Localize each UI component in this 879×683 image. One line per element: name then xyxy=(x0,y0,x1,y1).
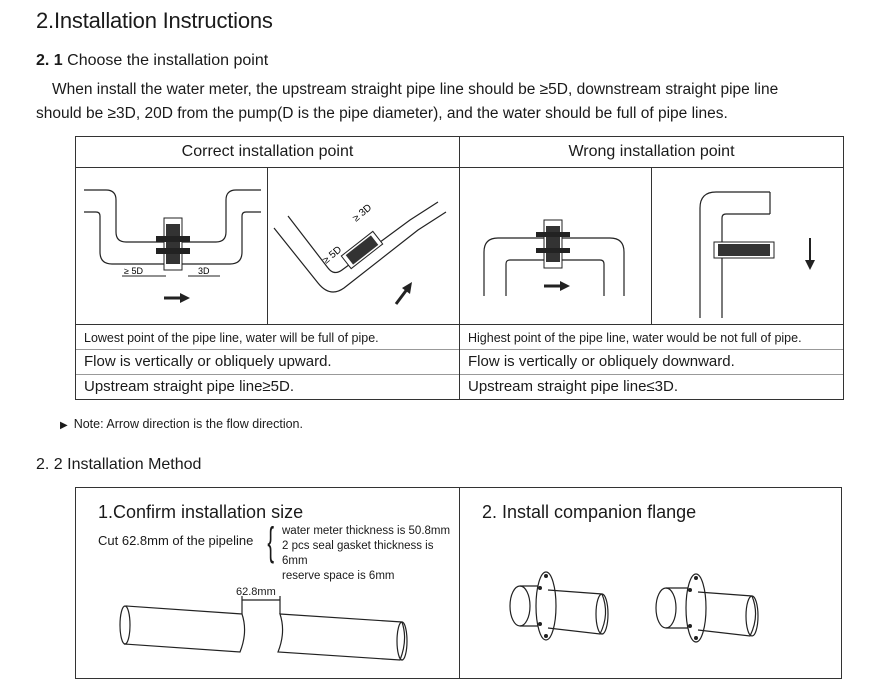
label-ge5d-oblique: ≥ 5D xyxy=(321,244,344,266)
correct-description: Lowest point of the pipe line, water wil… xyxy=(75,324,460,400)
size-item-gasket: 2 pcs seal gasket thickness is 6mm xyxy=(282,540,434,567)
wrong-line-2: Flow is vertically or obliquely downward… xyxy=(460,349,843,374)
flow-direction-note: ▶ Note: Arrow direction is the flow direc… xyxy=(60,417,303,431)
section-title: Choose the installation point xyxy=(67,52,269,69)
wrong-line-1: Highest point of the pipe line, water wo… xyxy=(468,331,802,345)
correct-line-2: Flow is vertically or obliquely upward. xyxy=(76,349,459,374)
section-2-2-heading: 2. 2 Installation Method xyxy=(36,456,202,473)
paragraph-line-1: When install the water meter, the upstre… xyxy=(52,81,779,98)
installation-method-table: 1.Confirm installation size Cut 62.8mm o… xyxy=(75,487,842,679)
label-3d: 3D xyxy=(198,266,210,276)
note-text: Note: Arrow direction is the flow direct… xyxy=(73,417,303,431)
label-ge5d: ≥ 5D xyxy=(124,266,143,276)
correct-line-1: Lowest point of the pipe line, water wil… xyxy=(84,331,379,345)
measurement-label: 62.8mm xyxy=(236,586,276,598)
intro-paragraph: When install the water meter, the upstre… xyxy=(36,78,876,126)
step-2-title: 2. Install companion flange xyxy=(482,502,697,522)
triangle-bullet-icon: ▶ xyxy=(60,420,68,431)
installation-point-table: Correct installation point Wrong install… xyxy=(75,136,844,400)
cut-pipe-diagram xyxy=(119,596,408,661)
step-1-title: 1.Confirm installation size xyxy=(98,502,304,522)
size-breakdown-list: water meter thickness is 50.8mm 2 pcs se… xyxy=(282,524,459,584)
cut-length-text: Cut 62.8mm of the pipeline xyxy=(98,533,254,548)
section-2-1-heading: 2. 1 Choose the installation point xyxy=(36,52,268,70)
wrong-description: Highest point of the pipe line, water wo… xyxy=(459,324,844,400)
step-1-cell: 1.Confirm installation size Cut 62.8mm o… xyxy=(75,487,460,679)
diagram-wrong-downward xyxy=(651,167,844,325)
diagram-correct-u-pipe: ≥ 5D 3D xyxy=(75,167,268,325)
correct-line-3: Upstream straight pipe line≥5D. xyxy=(76,374,459,399)
size-item-reserve: reserve space is 6mm xyxy=(282,570,395,582)
brace-icon: { xyxy=(267,520,275,564)
paragraph-line-2: should be ≥3D, 20D from the pump(D is th… xyxy=(36,105,728,122)
label-ge3d-oblique: ≥ 3D xyxy=(351,202,374,224)
diagram-wrong-inverted-u xyxy=(459,167,652,325)
header-wrong: Wrong installation point xyxy=(459,136,844,168)
header-correct: Correct installation point xyxy=(75,136,460,168)
wrong-line-3: Upstream straight pipe line≤3D. xyxy=(460,374,843,399)
step-2-cell: 2. Install companion flange xyxy=(459,487,842,679)
companion-flange-diagram xyxy=(509,571,759,643)
size-item-meter: water meter thickness is 50.8mm xyxy=(282,525,451,537)
diagram-correct-oblique: ≥ 5D ≥ 3D xyxy=(267,167,460,325)
section-number: 2. 1 xyxy=(36,52,63,69)
page-title: 2.Installation Instructions xyxy=(36,8,273,33)
